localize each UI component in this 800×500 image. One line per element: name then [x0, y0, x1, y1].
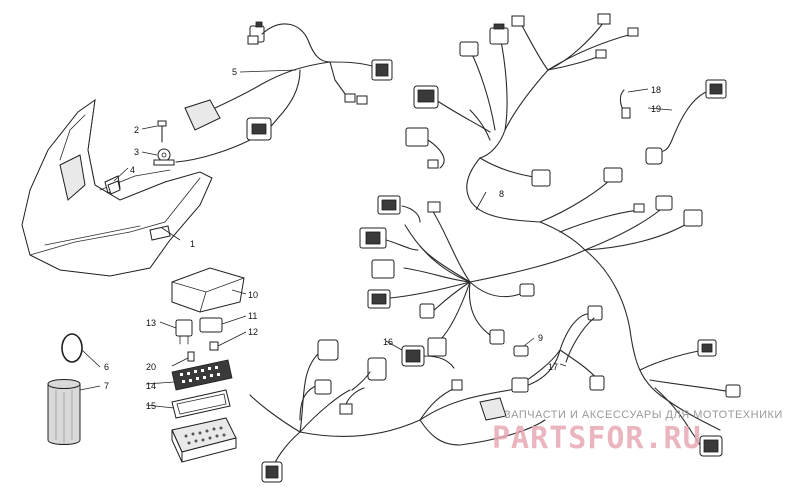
callout-15: 15 — [146, 401, 156, 411]
headlight-harness — [175, 21, 393, 163]
fuse-holder-grid — [171, 359, 233, 391]
callout-16: 16 — [383, 337, 393, 347]
fuse-block — [171, 417, 237, 463]
callout-6: 6 — [104, 362, 109, 372]
callout-12: 12 — [248, 327, 258, 337]
callout-3: 3 — [134, 147, 139, 157]
fuse-box-gasket — [171, 389, 231, 419]
callout-8: 8 — [499, 189, 504, 199]
callout-14: 14 — [146, 381, 156, 391]
headlight-housing — [21, 98, 213, 277]
watermark-caption: ЗАПЧАСТИ И АКСЕССУАРЫ ДЛЯ МОТОТЕХНИКИ — [504, 409, 783, 421]
mini-fuse — [187, 351, 195, 362]
callout-numbers: 1 2 3 4 5 6 7 8 9 10 11 12 13 14 15 16 1… — [104, 67, 661, 411]
callout-20: 20 — [146, 362, 156, 372]
watermark: ЗАПЧАСТИ И АКСЕССУАРЫ ДЛЯ МОТОТЕХНИКИ PA… — [492, 409, 783, 456]
callout-17: 17 — [548, 362, 558, 372]
sub-harness-17 — [565, 317, 595, 363]
callout-4: 4 — [130, 165, 135, 175]
retaining-ring — [61, 333, 83, 363]
watermark-brand: PARTSFOR.RU — [492, 421, 702, 456]
callout-9: 9 — [538, 333, 543, 343]
protective-sleeve — [47, 379, 81, 445]
connector-part-9 — [513, 345, 529, 357]
sensor-lead — [645, 79, 727, 165]
callout-19: 19 — [651, 104, 661, 114]
clamp — [153, 148, 175, 166]
relay-large — [175, 319, 193, 345]
callout-1: 1 — [190, 239, 195, 249]
callout-2: 2 — [134, 125, 139, 135]
callout-18: 18 — [651, 85, 661, 95]
clip — [107, 180, 121, 195]
bulb-socket — [619, 89, 631, 119]
leader-lines — [79, 69, 673, 409]
callout-11: 11 — [248, 311, 257, 321]
callout-13: 13 — [146, 318, 156, 328]
callout-5: 5 — [232, 67, 237, 77]
fuse-box-cover — [171, 267, 245, 313]
connector-part-16 — [401, 345, 455, 369]
screw — [157, 120, 167, 143]
fuse — [209, 341, 219, 351]
callout-10: 10 — [248, 290, 258, 300]
callout-7: 7 — [104, 381, 109, 391]
relay-small — [199, 317, 223, 333]
main-harness — [249, 13, 741, 483]
